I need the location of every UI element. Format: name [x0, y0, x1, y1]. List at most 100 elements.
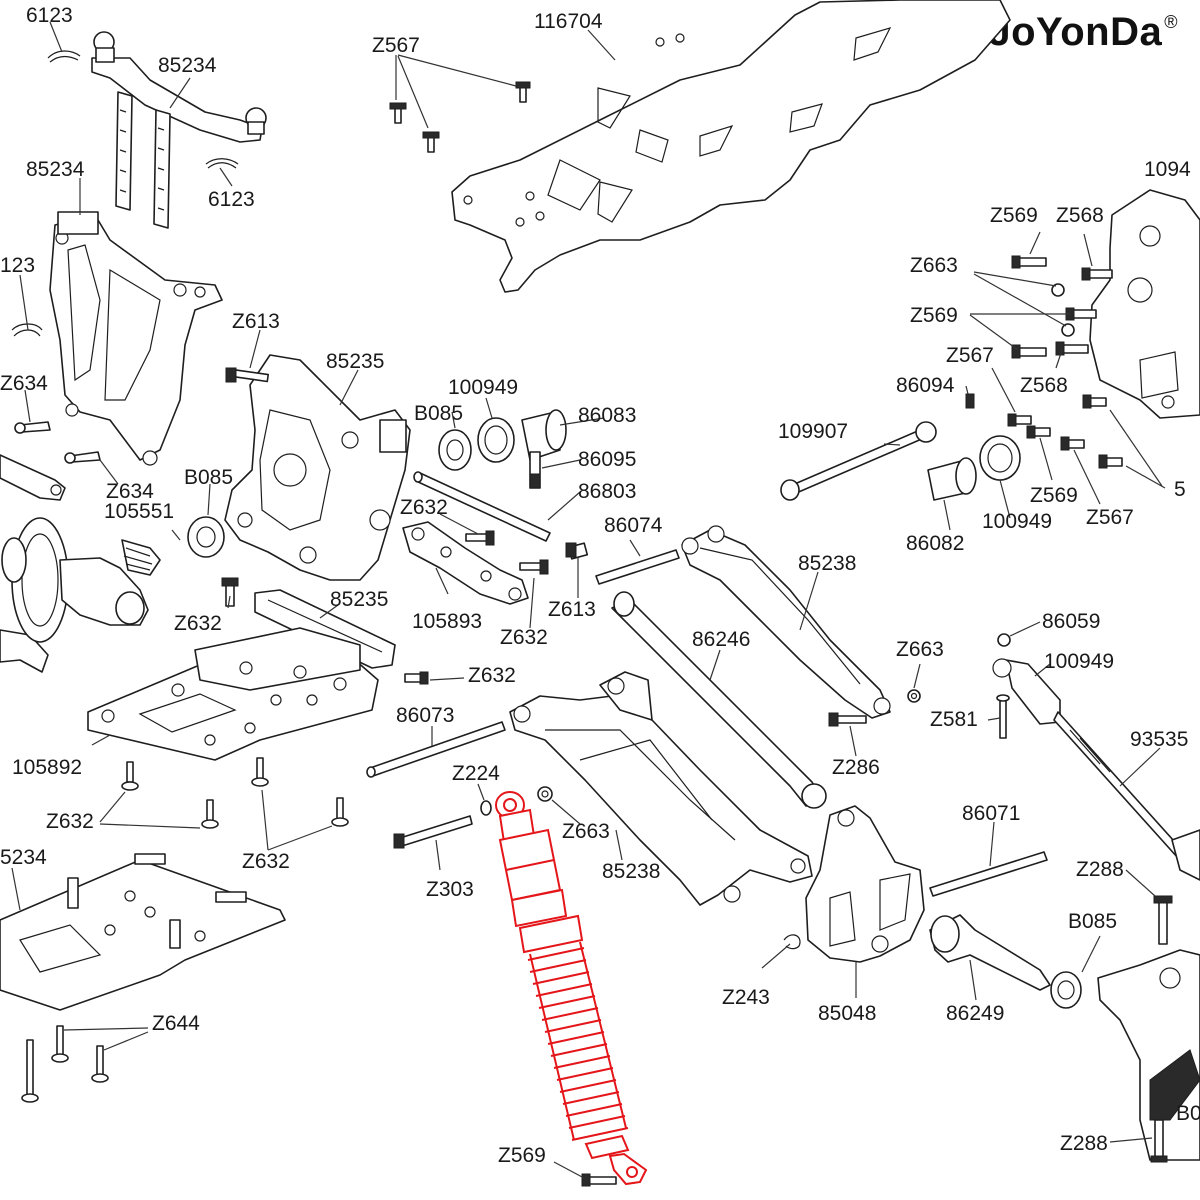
callout-b085: B085 [414, 402, 463, 425]
driveshaft-109907 [780, 421, 937, 501]
callout-z567: Z567 [372, 34, 420, 57]
screws-right-cluster [1011, 255, 1113, 359]
callout-z634: Z634 [106, 480, 154, 503]
callout-6123: 6123 [208, 188, 255, 211]
brand-logo: JoYonDa® [988, 10, 1178, 55]
bearing-b085-left [187, 516, 225, 558]
callout-z567: Z567 [1086, 506, 1134, 529]
plate-105893 [402, 521, 549, 605]
callout-z567: Z567 [946, 344, 994, 367]
callout-86246: 86246 [692, 628, 750, 651]
shock-tower-left [49, 211, 223, 466]
callout-z569: Z569 [910, 304, 958, 327]
callout-z634: Z634 [0, 372, 48, 395]
callout-86803: 86803 [578, 480, 636, 503]
screw-z613-a [225, 367, 270, 383]
callout-85238: 85238 [798, 552, 856, 575]
callout-z568: Z568 [1056, 204, 1104, 227]
lower-arm-85238 [509, 671, 813, 906]
callout-z569: Z569 [990, 204, 1038, 227]
pin-86074 [595, 549, 680, 585]
callout-5234: 5234 [0, 846, 47, 869]
pin-86071 [929, 851, 1048, 897]
callout-86249: 86249 [946, 1002, 1004, 1025]
callout-85235: 85235 [330, 588, 388, 611]
chassis-plate-116704 [451, 0, 1011, 293]
screws-z288 [1150, 895, 1173, 1163]
callout-86073: 86073 [396, 704, 454, 727]
callout-85238: 85238 [602, 860, 660, 883]
axle-86249 [929, 914, 1051, 991]
clip-z243 [783, 934, 801, 950]
left-edge-parts [0, 323, 101, 673]
callout-z288: Z288 [1076, 858, 1124, 881]
nut-z663-c-screw-z286 [828, 689, 921, 727]
leader-lines [11, 21, 1166, 1179]
steering-knuckle-right [1097, 949, 1200, 1161]
pin-z581 [996, 694, 1010, 739]
callout-z663: Z663 [562, 820, 610, 843]
screws-z567-top [389, 81, 531, 153]
callout-105893: 105893 [412, 610, 482, 633]
callout-z644: Z644 [152, 1012, 200, 1035]
callout-86095: 86095 [578, 448, 636, 471]
hub-carrier-85048 [805, 805, 925, 963]
registered-mark: ® [1164, 12, 1178, 32]
differential-gear [1, 517, 161, 643]
callout-z613: Z613 [548, 598, 596, 621]
callout-z569: Z569 [498, 1144, 546, 1167]
callout-z286: Z286 [832, 756, 880, 779]
screw-z303 [393, 815, 473, 849]
callout-z568: Z568 [1020, 374, 1068, 397]
callout-z569: Z569 [1030, 484, 1078, 507]
callout-z632: Z632 [500, 626, 548, 649]
screw-z569-bottom [581, 1173, 617, 1187]
callout-93535: 93535 [1130, 728, 1188, 751]
gearbox-right-10944 [1089, 189, 1200, 419]
gearbox-housing-85235 [224, 354, 411, 581]
upper-arm-85238 [681, 525, 891, 719]
driveshaft-86246 [611, 591, 827, 809]
callout-105551: 105551 [104, 500, 174, 523]
pin-86803 [413, 471, 551, 542]
callout-100949: 100949 [982, 510, 1052, 533]
callout-86071: 86071 [962, 802, 1020, 825]
callout-100949: 100949 [448, 376, 518, 399]
callout-z303: Z303 [426, 878, 474, 901]
nut-z663-a [537, 786, 553, 802]
callout-5: 5 [1174, 478, 1186, 501]
callout-z224: Z224 [452, 762, 500, 785]
callout-z632: Z632 [46, 810, 94, 833]
callout-85235: 85235 [326, 350, 384, 373]
callout-85234: 85234 [26, 158, 85, 181]
callout-z632: Z632 [174, 612, 222, 635]
callout-labels: 6123 85234 85234 6123 123 Z634 Z634 1167… [0, 4, 1200, 1167]
screw-z613-b [565, 542, 589, 560]
callout-105892: 105892 [12, 756, 82, 779]
screw-z632-a [221, 577, 429, 685]
callout-z243: Z243 [722, 986, 770, 1009]
shock-absorber-highlighted [495, 791, 648, 1186]
washer-z224 [480, 800, 492, 816]
callout-100949: 100949 [1044, 650, 1114, 673]
turnbuckle-93535 [992, 633, 1200, 881]
brand-name: JoYonDa [988, 10, 1163, 54]
callout-z632: Z632 [400, 496, 448, 519]
bearing-b085-right [1050, 971, 1082, 1009]
callout-z663: Z663 [896, 638, 944, 661]
callout-z632: Z632 [242, 850, 290, 873]
callout-86083: 86083 [578, 404, 636, 427]
callout-b085: B085 [184, 466, 233, 489]
skid-plate-bottom-left [0, 853, 286, 1011]
screws-z632-vertical [121, 757, 349, 829]
callout-b0: B0 [1176, 1102, 1200, 1125]
callout-1094: 1094 [1144, 158, 1191, 181]
pin-86073 [366, 721, 506, 778]
callout-z632: Z632 [468, 664, 516, 687]
callout-6123: 123 [0, 254, 35, 277]
callout-z288: Z288 [1060, 1132, 1108, 1155]
callout-85234: 85234 [158, 54, 217, 77]
callout-109907: 109907 [778, 420, 848, 443]
callout-b085: B085 [1068, 910, 1117, 933]
